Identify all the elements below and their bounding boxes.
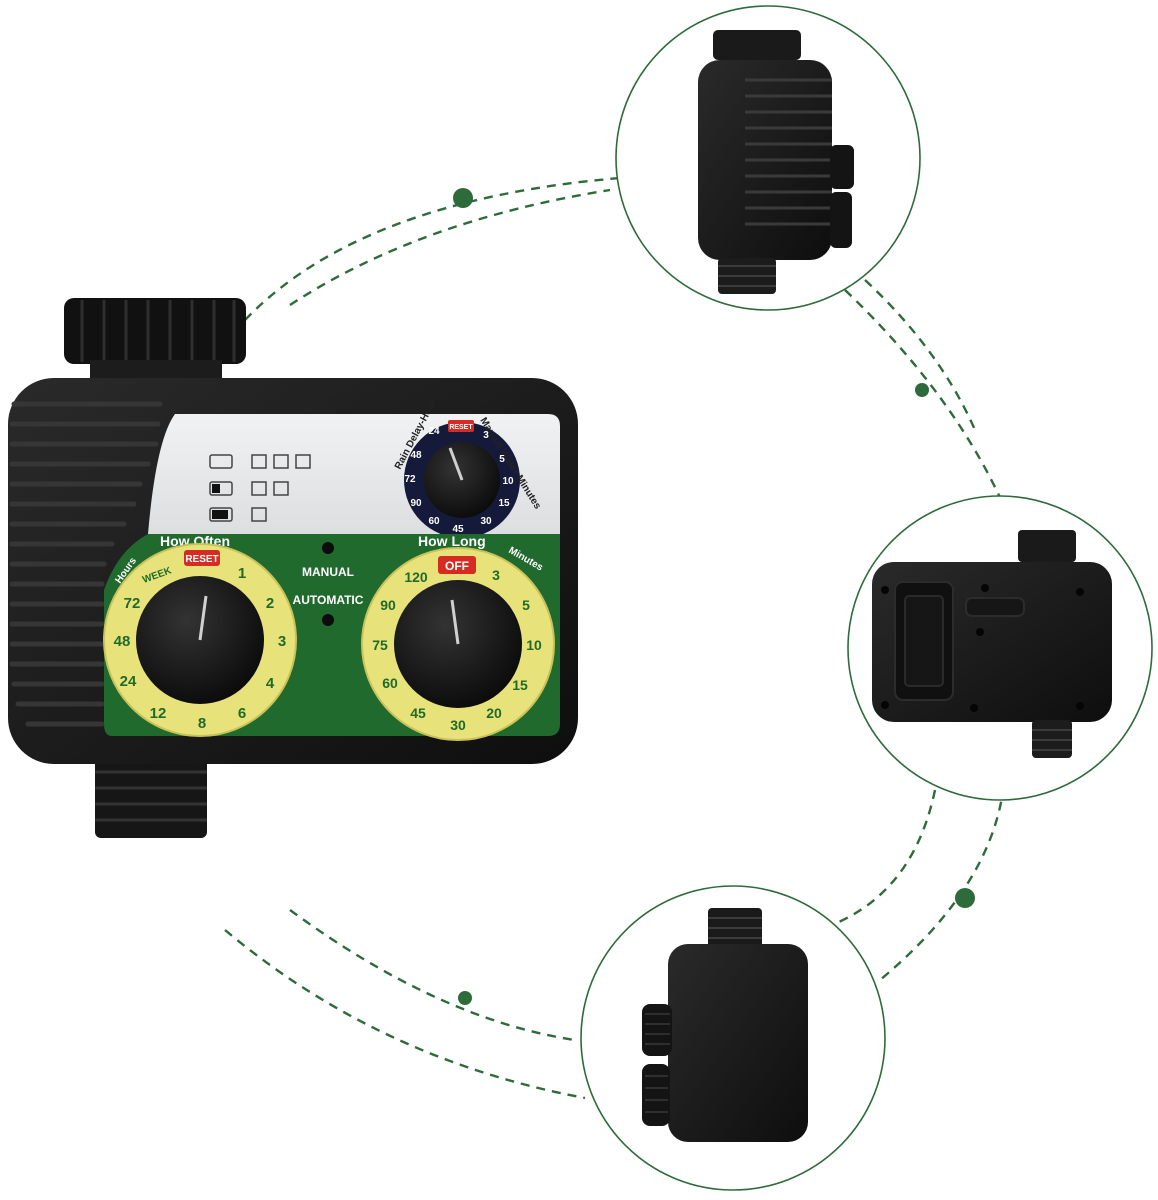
rain-tick: 24 (428, 426, 440, 437)
how-long-tick: 45 (410, 705, 426, 721)
side-view (615, 5, 921, 311)
how-long-title: How Long (418, 533, 486, 549)
how-long-tick: 10 (526, 637, 542, 653)
inlet-nut (64, 298, 246, 364)
rain-tick: 60 (428, 516, 440, 527)
rain-tick: 90 (410, 498, 422, 509)
arc-side-to-back-view (844, 289, 1012, 521)
arc-bottom-left-inner (289, 909, 576, 1042)
manual-tick: 15 (498, 498, 510, 509)
arc-top-inner (289, 188, 611, 307)
mode-hole-bottom (322, 614, 334, 626)
connector-dot (955, 888, 975, 908)
how-long-tick: 20 (486, 705, 502, 721)
connector-dot (915, 383, 929, 397)
manual-tick: 5 (499, 454, 505, 465)
arc-back-outer (879, 769, 1007, 981)
manual-tick: 30 (480, 516, 492, 527)
how-long-tick: 120 (404, 569, 428, 585)
how-long-tick: 60 (382, 675, 398, 691)
how-often-reset: RESET (185, 554, 218, 565)
how-long-tick: 75 (372, 637, 388, 653)
outlet-thread (95, 752, 207, 838)
rain-tick: 48 (410, 450, 422, 461)
how-often-tick: 24 (120, 673, 137, 690)
rain-delay-dial[interactable] (404, 422, 520, 538)
led-indicators (209, 454, 311, 522)
how-long-tick: 90 (380, 597, 396, 613)
how-often-tick: 2 (266, 595, 274, 612)
how-long-tick: 3 (492, 567, 500, 583)
how-long-tick: 15 (512, 677, 528, 693)
how-long-tick: 30 (450, 717, 466, 733)
back-view (847, 495, 1153, 801)
mode-manual: MANUAL (302, 565, 354, 579)
how-often-tick: 12 (150, 705, 167, 722)
how-long-off: OFF (445, 559, 469, 573)
how-often-tick: 4 (266, 675, 275, 692)
how-often-tick: 48 (114, 633, 131, 650)
side-view-alt (580, 885, 886, 1191)
how-long-dial[interactable] (361, 547, 555, 741)
connector-dots (453, 188, 975, 1005)
how-often-tick: 3 (278, 633, 286, 650)
rain-tick: 45 (452, 524, 464, 535)
mode-hole-top (322, 542, 334, 554)
how-often-tick: 6 (238, 705, 246, 722)
rain-reset-label: RESET (449, 424, 473, 431)
how-often-tick: 1 (238, 565, 246, 582)
arc-bottom-left (224, 929, 586, 1100)
mode-automatic: AUTOMATIC (293, 593, 364, 607)
arc-top-to-side-view (244, 176, 621, 321)
how-often-tick: 72 (124, 595, 141, 612)
rain-tick: 72 (404, 474, 416, 485)
connector-dot (453, 188, 473, 208)
how-often-dial[interactable] (103, 543, 297, 737)
arc-side-inner (864, 279, 977, 431)
how-often-tick: 8 (198, 715, 206, 732)
manual-tick: 3 (483, 430, 489, 441)
manual-tick: 10 (502, 476, 514, 487)
connector-dot (458, 991, 472, 1005)
how-long-tick: 5 (522, 597, 530, 613)
hose-timer: Rain Delay-Hours Manual Water-Minutes RE… (8, 298, 578, 838)
